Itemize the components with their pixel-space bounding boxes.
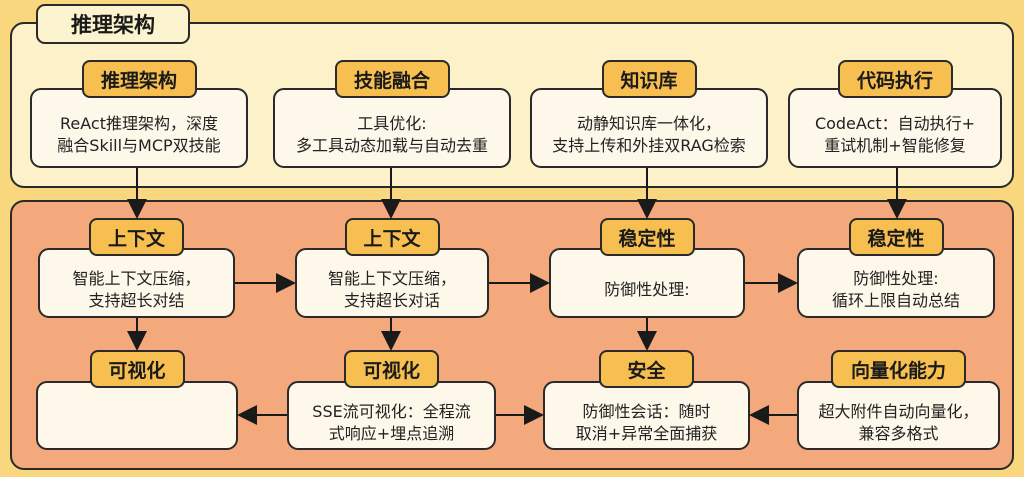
- panel-title: 推理架构: [36, 4, 190, 44]
- bottomrow-node-3-text: 超大附件自动向量化， 兼容多格式: [797, 381, 1000, 450]
- top-node-1-text: 工具优化: 多工具动态加载与自动去重: [273, 88, 511, 168]
- top-node-1-label: 技能融合: [334, 60, 450, 98]
- middle-node-1-label: 上下文: [344, 218, 440, 256]
- middle-node-1-text: 智能上下文压缩， 支持超长对话: [295, 248, 489, 318]
- bottomrow-node-1-label: 可视化: [344, 350, 439, 388]
- top-node-0-text: ReAct推理架构，深度 融合Skill与MCP双技能: [30, 88, 248, 168]
- top-node-0-label: 推理架构: [81, 60, 197, 98]
- middle-node-0-label: 上下文: [89, 218, 184, 256]
- top-node-2-text: 动静知识库一体化， 支持上传和外挂双RAG检索: [530, 88, 768, 168]
- bottomrow-node-0-label: 可视化: [89, 350, 185, 388]
- top-node-2-label: 知识库: [601, 60, 697, 98]
- bottomrow-node-3-label: 向量化能力: [831, 350, 966, 388]
- middle-node-3-label: 稳定性: [848, 218, 944, 256]
- top-node-3-text: CodeAct：自动执行+ 重试机制+智能修复: [788, 88, 1002, 168]
- top-node-3-label: 代码执行: [837, 60, 953, 98]
- bottomrow-node-2-label: 安全: [599, 350, 694, 388]
- middle-node-2-label: 稳定性: [599, 218, 695, 256]
- bottomrow-node-1-text: SSE流可视化：全程流 式响应+埋点追溯: [287, 381, 496, 450]
- bottomrow-node-2-text: 防御性会话：随时 取消+异常全面捕获: [543, 381, 750, 450]
- middle-node-0-text: 智能上下文压缩， 支持超长对结: [38, 248, 235, 318]
